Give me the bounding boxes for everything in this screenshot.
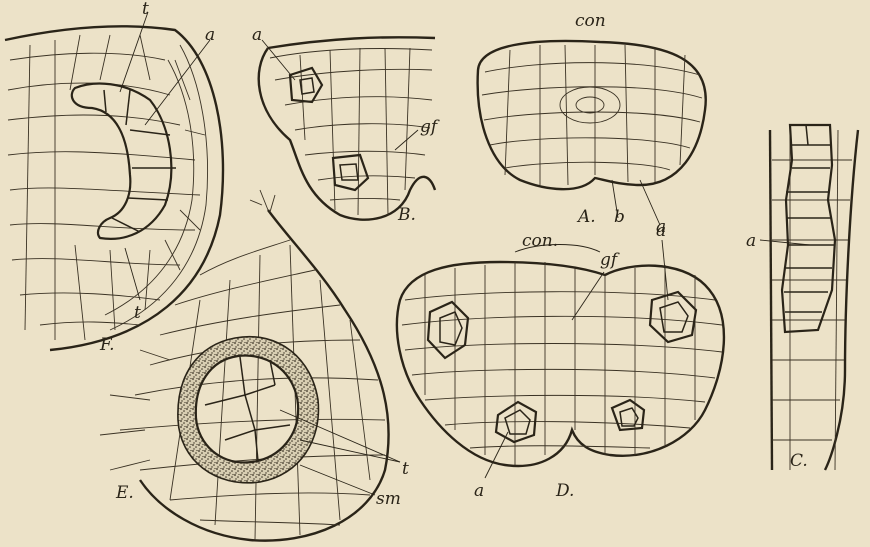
figure-c: a C. [746, 125, 858, 471]
label-d-a-top: a [656, 221, 666, 241]
label-a-b: b [614, 207, 625, 227]
label-c-a: a [746, 231, 756, 251]
figure-a: con A. b a [478, 11, 706, 237]
caption-f: F. [99, 335, 115, 355]
label-a-con: con [575, 11, 606, 31]
caption-a: A. [576, 207, 596, 227]
label-b-a: a [252, 25, 262, 45]
caption-c: C. [790, 451, 808, 471]
figure-b: a gf B. [252, 25, 440, 225]
caption-e: E. [115, 483, 134, 503]
label-d-con: con. [522, 231, 558, 251]
label-d-a-bottom: a [474, 481, 484, 501]
caption-d: D. [555, 481, 574, 501]
label-e-sm: sm [376, 489, 401, 509]
figure-e: t sm E. [100, 190, 409, 541]
label-b-gf: gf [420, 117, 440, 137]
label-f-t-top: t [142, 0, 149, 19]
figure-d: con. gf a a D. [397, 221, 724, 501]
label-d-gf: gf [600, 250, 620, 270]
label-f-a: a [205, 25, 215, 45]
caption-b: B. [397, 205, 416, 225]
label-e-t: t [402, 459, 409, 479]
label-f-t-bottom: t [134, 303, 141, 323]
figure-f: t a t F. [5, 0, 223, 355]
